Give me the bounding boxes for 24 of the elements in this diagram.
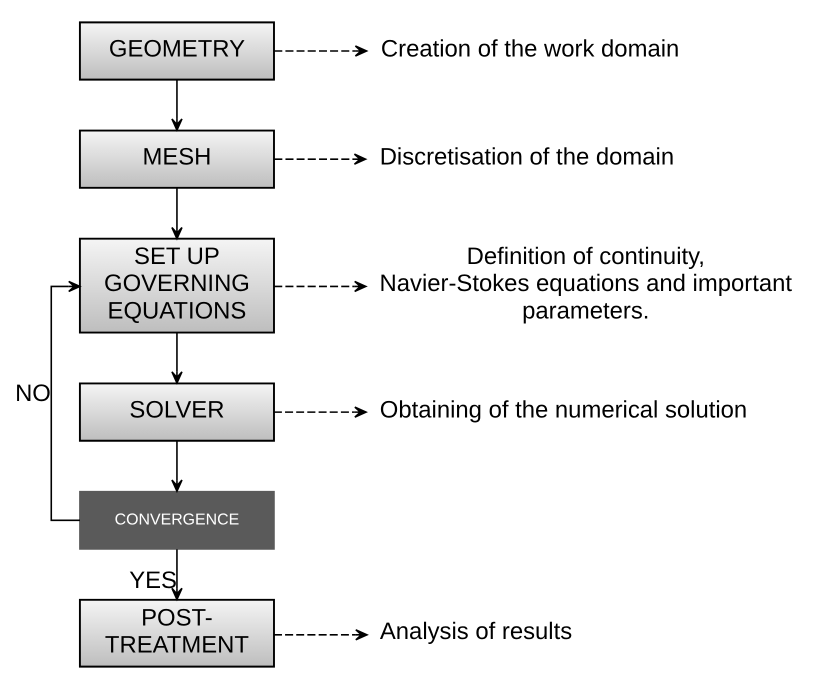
node-box: POST- TREATMENT — [78, 598, 275, 668]
node-text: Discretisation of the domain — [380, 144, 674, 171]
arrow — [171, 80, 183, 131]
arrow — [171, 188, 183, 240]
node-box: SOLVER — [78, 382, 275, 442]
arrow — [171, 441, 183, 492]
node-box: MESH — [78, 130, 275, 189]
arrow — [171, 549, 183, 600]
edge-label: NO — [15, 380, 51, 407]
arrow — [274, 629, 368, 641]
edge-label: YES — [129, 566, 177, 594]
node-text: Obtaining of the numerical solution — [380, 396, 748, 424]
node-box: CONVERGENCE — [79, 490, 275, 550]
arrow — [50, 280, 81, 522]
arrow — [274, 153, 366, 165]
node-box: GEOMETRY — [78, 21, 275, 81]
arrow — [274, 280, 367, 292]
arrow — [171, 332, 183, 384]
node-text: Creation of the work domain — [380, 36, 680, 63]
node-text: Definition of continuity, Navier-Stokes equations and important parameters. — [380, 243, 792, 324]
arrow — [274, 406, 367, 418]
arrow — [274, 45, 368, 57]
node-box: SET UP GOVERNING EQUATIONS — [78, 238, 275, 334]
node-text: Analysis of results — [380, 618, 572, 645]
